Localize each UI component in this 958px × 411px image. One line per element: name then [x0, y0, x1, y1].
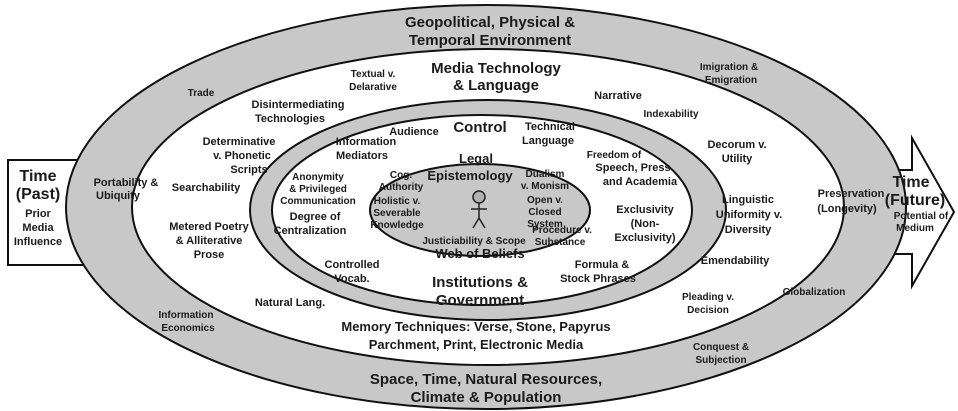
label-open-2: Closed [528, 207, 561, 218]
outer-bottom-title-2: Climate & Population [411, 389, 562, 406]
future-sub-1: Potential of [894, 211, 949, 222]
core-epistemology [369, 163, 591, 257]
label-dualism-1: Dualism [526, 169, 565, 180]
label-linguistic-1: Linguistic [722, 194, 774, 206]
future-sub-2: Medium [896, 223, 934, 234]
label-imigration-2: Emigration [705, 75, 757, 86]
label-technical-1: Technical [525, 121, 575, 133]
label-open-1: Open v. [527, 195, 563, 206]
outer-top-title-2: Temporal Environment [409, 32, 571, 49]
label-disintermediating-2: Technologies [255, 113, 325, 125]
past-sub-2: Media [22, 222, 54, 234]
outer-bottom-title-1: Space, Time, Natural Resources, [370, 371, 602, 388]
label-conquest-2: Subjection [695, 355, 746, 366]
label-globalization: Globalization [783, 287, 846, 298]
label-controlled-vocab-2: Vocab. [334, 273, 369, 285]
label-anonymity-2: & Privileged [289, 184, 347, 195]
label-info-economics-1: Information [159, 310, 214, 321]
label-procedure-1: Procedure v. [532, 225, 592, 236]
label-info-economics-2: Economics [161, 323, 215, 334]
label-preservation-1: Preservation [818, 188, 885, 200]
institutions-title-2: Government [436, 292, 524, 309]
label-portability-2: Ubiquity [96, 190, 141, 202]
label-metered-3: Prose [194, 249, 225, 261]
label-info-mediators-1: Information [336, 136, 397, 148]
label-freedom-3: and Academia [603, 176, 678, 188]
label-narrative: Narrative [594, 90, 642, 102]
label-technical-2: Language [522, 135, 574, 147]
label-textual-1: Textual v. [351, 69, 396, 80]
label-exclusivity-2: (Non- [631, 218, 660, 230]
label-cog-1: Cog. [390, 170, 412, 181]
label-disintermediating-1: Disintermediating [252, 99, 345, 111]
past-sub-1: Prior [25, 208, 51, 220]
label-cog-2: Authority [379, 182, 424, 193]
label-determinative-2: v. Phonetic [213, 150, 271, 162]
person-icon [471, 190, 487, 229]
label-exclusivity-1: Exclusivity [616, 204, 674, 216]
label-anonymity-3: Communication [280, 196, 356, 207]
label-pleading-2: Decision [687, 305, 729, 316]
core-bottom: Web of Beliefs [435, 246, 524, 261]
label-justiciability: Justiciability & Scope [422, 236, 526, 247]
label-textual-2: Delarative [349, 82, 397, 93]
label-preservation-2: (Longevity) [817, 203, 877, 215]
label-audience: Audience [389, 126, 439, 138]
label-emendability: Emendability [701, 255, 770, 267]
label-freedom-1: Freedom of [587, 150, 642, 161]
label-exclusivity-3: Exclusivity) [614, 232, 675, 244]
label-linguistic-2: Uniformity v. [716, 209, 782, 221]
label-searchability: Searchability [172, 182, 241, 194]
label-controlled-vocab-1: Controlled [325, 259, 380, 271]
media-bottom-2: Parchment, Print, Electronic Media [369, 337, 584, 352]
past-sub-3: Influence [14, 236, 62, 248]
label-trade: Trade [188, 88, 215, 99]
label-holistic-1: Holistic v. [374, 196, 421, 207]
label-indexability: Indexability [643, 109, 698, 120]
label-linguistic-3: Diversity [725, 224, 772, 236]
label-open-3: System [527, 219, 563, 230]
label-formula-1: Formula & [575, 259, 629, 271]
label-determinative-1: Determinative [203, 136, 276, 148]
media-title-2: & Language [453, 77, 539, 94]
label-info-mediators-2: Mediators [336, 150, 388, 162]
past-title-2: (Past) [16, 186, 60, 203]
label-determinative-3: Scripts [230, 164, 267, 176]
label-freedom-2: Speech, Press [595, 162, 670, 174]
label-conquest-1: Conquest & [693, 342, 749, 353]
label-holistic-2: Severable [373, 208, 421, 219]
media-bottom-1: Memory Techniques: Verse, Stone, Papyrus [341, 319, 610, 334]
label-pleading-1: Pleading v. [682, 292, 734, 303]
label-procedure-2: Substance [535, 237, 586, 248]
core-title-1: Legal [459, 151, 493, 166]
label-imigration-1: Imigration & [700, 62, 758, 73]
control-title: Control [453, 119, 506, 136]
past-title-1: Time [19, 168, 56, 185]
future-title-2: (Future) [885, 192, 945, 209]
future-title-1: Time [892, 174, 929, 191]
label-decorum-2: Utility [722, 153, 753, 165]
label-natural-lang: Natural Lang. [255, 297, 325, 309]
label-metered-2: & Alliterative [176, 235, 243, 247]
label-metered-1: Metered Poetry [169, 221, 249, 233]
media-title-1: Media Technology [431, 60, 561, 77]
label-centralization-2: Centralization [274, 225, 347, 237]
label-decorum-1: Decorum v. [707, 139, 766, 151]
label-dualism-2: v. Monism [521, 181, 569, 192]
institutions-title-1: Institutions & [432, 274, 528, 291]
label-formula-2: Stock Phrases [560, 273, 636, 285]
core-title-2: Epistemology [427, 168, 513, 183]
label-portability-1: Portability & [94, 177, 159, 189]
label-holistic-3: Knowledge [370, 220, 424, 231]
outer-top-title-1: Geopolitical, Physical & [405, 14, 575, 31]
label-anonymity-1: Anonymity [292, 172, 344, 183]
label-centralization-1: Degree of [290, 211, 341, 223]
